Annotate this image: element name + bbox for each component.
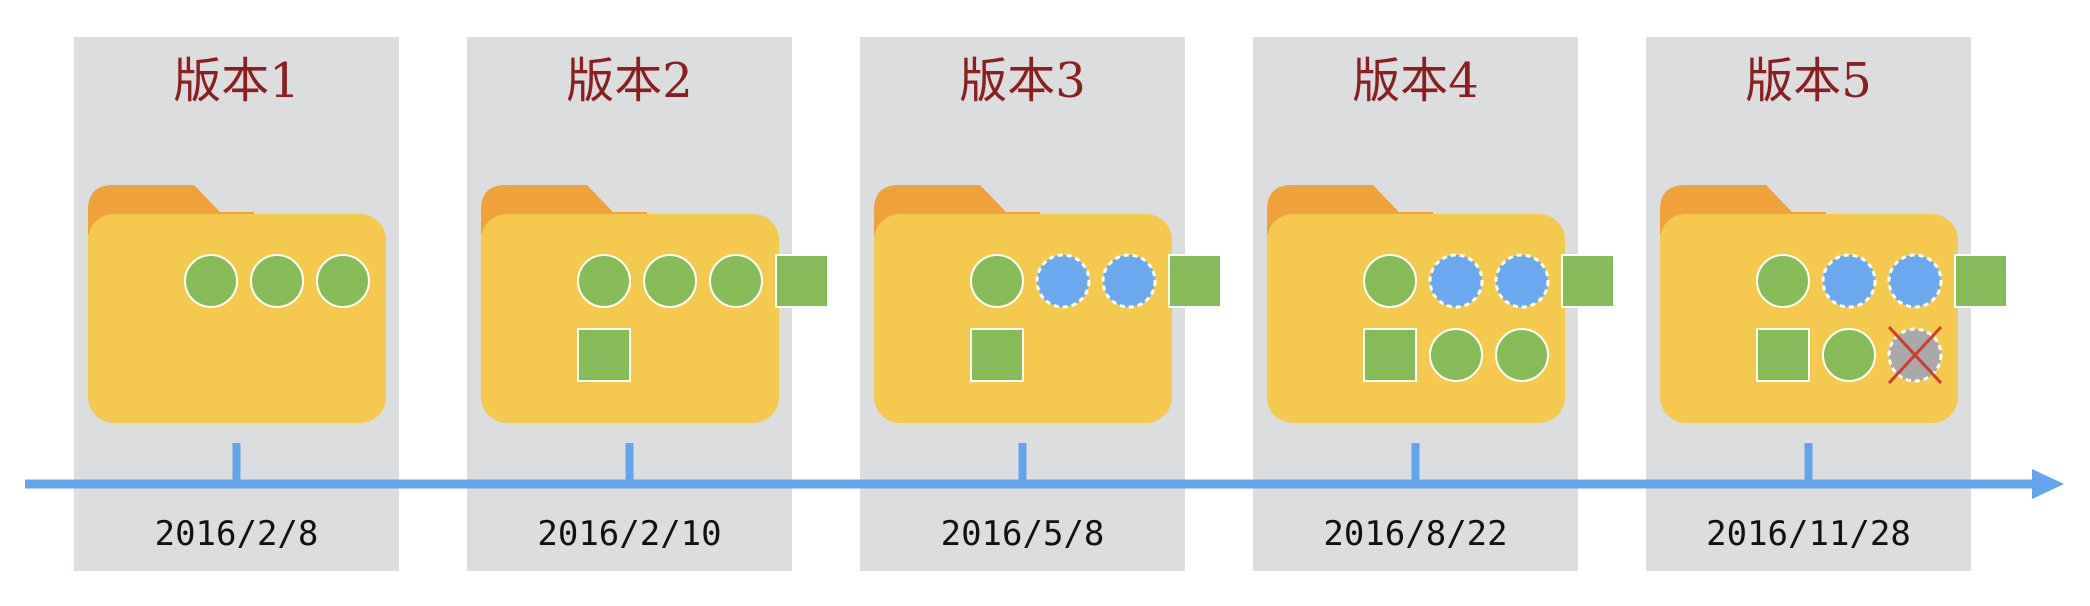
file-square bbox=[1561, 254, 1615, 308]
version-panels bbox=[74, 37, 2008, 571]
file-square bbox=[1756, 328, 1810, 382]
file-circle-deleted bbox=[1887, 325, 1943, 385]
version-date: 2016/11/28 bbox=[1706, 514, 1911, 554]
folder-icon bbox=[481, 185, 779, 423]
folder-icon bbox=[874, 185, 1172, 423]
folder-icon bbox=[1267, 185, 1565, 423]
file-circle bbox=[316, 254, 370, 308]
version-panel bbox=[1646, 37, 2008, 571]
version-title: 版本2 bbox=[566, 53, 693, 109]
file-circle-modified bbox=[1887, 253, 1943, 309]
folder-files bbox=[577, 254, 829, 382]
file-square bbox=[970, 328, 1024, 382]
file-square bbox=[1954, 254, 2008, 308]
file-square bbox=[1363, 328, 1417, 382]
folder-body bbox=[481, 214, 779, 423]
version-title: 版本4 bbox=[1352, 53, 1479, 109]
file-circle bbox=[1429, 328, 1483, 382]
version-date: 2016/8/22 bbox=[1323, 514, 1507, 554]
file-circle-modified bbox=[1035, 253, 1091, 309]
version-labels: 版本1 2016/2/8 版本2 2016/2/10 版本3 2016/5/8 版本4 201… bbox=[155, 53, 1911, 554]
folder-icon bbox=[1660, 185, 1958, 423]
version-panel bbox=[467, 37, 829, 571]
version-title: 版本5 bbox=[1745, 53, 1872, 109]
folder-body bbox=[1267, 214, 1565, 423]
version-title: 版本3 bbox=[959, 53, 1086, 109]
file-circle-modified bbox=[1821, 253, 1877, 309]
version-panel bbox=[74, 37, 399, 571]
timeline-tick bbox=[232, 443, 241, 483]
file-square bbox=[1168, 254, 1222, 308]
file-circle-modified bbox=[1494, 253, 1550, 309]
delete-cross-icon bbox=[1887, 325, 1943, 385]
file-circle bbox=[184, 254, 238, 308]
timeline-arrowhead bbox=[2032, 469, 2064, 499]
folder-icon bbox=[88, 185, 386, 423]
timeline-ticks bbox=[232, 443, 1813, 483]
folder-files bbox=[1363, 253, 1615, 382]
folder-files bbox=[184, 254, 370, 308]
version-panel bbox=[860, 37, 1222, 571]
file-circle-modified bbox=[1101, 253, 1157, 309]
file-circle bbox=[970, 254, 1024, 308]
file-circle bbox=[643, 254, 697, 308]
timeline bbox=[25, 469, 2064, 499]
file-circle-modified bbox=[1428, 253, 1484, 309]
version-title: 版本1 bbox=[173, 53, 300, 109]
timeline-tick bbox=[1018, 443, 1027, 483]
file-circle bbox=[1363, 254, 1417, 308]
file-square bbox=[577, 328, 631, 382]
file-circle bbox=[709, 254, 763, 308]
folder-body bbox=[1660, 214, 1958, 423]
timeline-tick bbox=[1804, 443, 1813, 483]
version-date: 2016/2/8 bbox=[155, 514, 319, 554]
file-circle bbox=[1495, 328, 1549, 382]
file-circle bbox=[577, 254, 631, 308]
file-circle bbox=[1822, 328, 1876, 382]
file-circle bbox=[1756, 254, 1810, 308]
file-circle bbox=[250, 254, 304, 308]
timeline-tick bbox=[625, 443, 634, 483]
version-panel bbox=[1253, 37, 1615, 571]
version-date: 2016/5/8 bbox=[941, 514, 1105, 554]
folder-files bbox=[970, 253, 1222, 382]
timeline-tick bbox=[1411, 443, 1420, 483]
folder-files bbox=[1756, 253, 2008, 385]
folder-body bbox=[88, 214, 386, 423]
version-date: 2016/2/10 bbox=[537, 514, 721, 554]
file-square bbox=[775, 254, 829, 308]
folder-body bbox=[874, 214, 1172, 423]
